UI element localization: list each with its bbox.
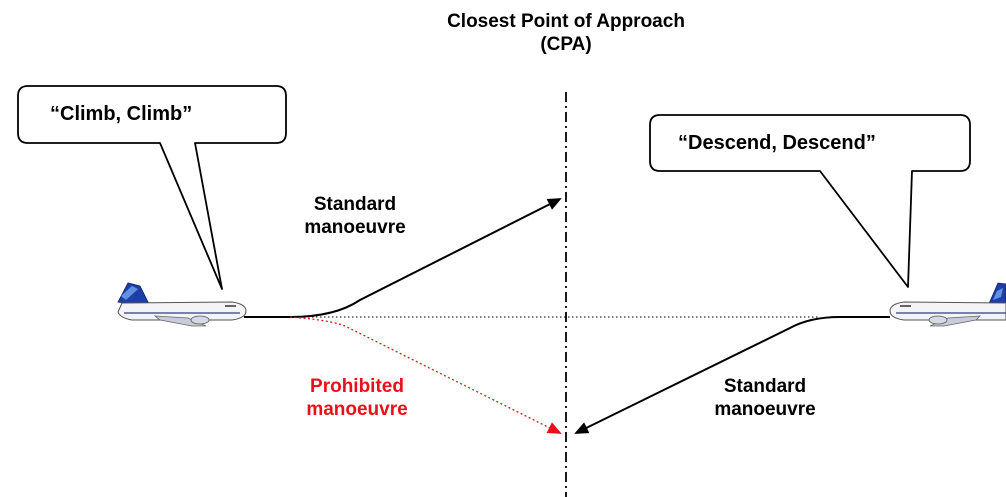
standard-label-left-line2: manoeuvre [304,217,406,238]
cpa-title: Closest Point of Approach (CPA) [396,10,736,56]
descend-speech-bubble [649,114,971,288]
climb-callout-text: “Climb, Climb” [50,103,193,125]
climb-speech-bubble [17,85,287,290]
standard-manoeuvre-label-left: Standard manoeuvre [280,193,430,239]
cpa-title-line2: (CPA) [540,34,592,55]
standard-label-left-line1: Standard [313,194,397,215]
cpa-title-line1: Closest Point of Approach [447,11,685,32]
standard-manoeuvre-descend-path [574,316,890,434]
prohibited-manoeuvre-label: Prohibited manoeuvre [282,375,432,421]
prohibited-label-line1: Prohibited [310,376,404,397]
right-aircraft [889,282,1006,327]
prohibited-manoeuvre-path [289,316,562,434]
prohibited-label-line2: manoeuvre [306,399,408,420]
standard-manoeuvre-label-right: Standard manoeuvre [690,375,840,421]
descend-callout-text: “Descend, Descend” [678,132,876,154]
standard-label-right-line1: Standard [723,376,807,397]
left-aircraft [117,282,247,327]
standard-label-right-line2: manoeuvre [714,399,816,420]
